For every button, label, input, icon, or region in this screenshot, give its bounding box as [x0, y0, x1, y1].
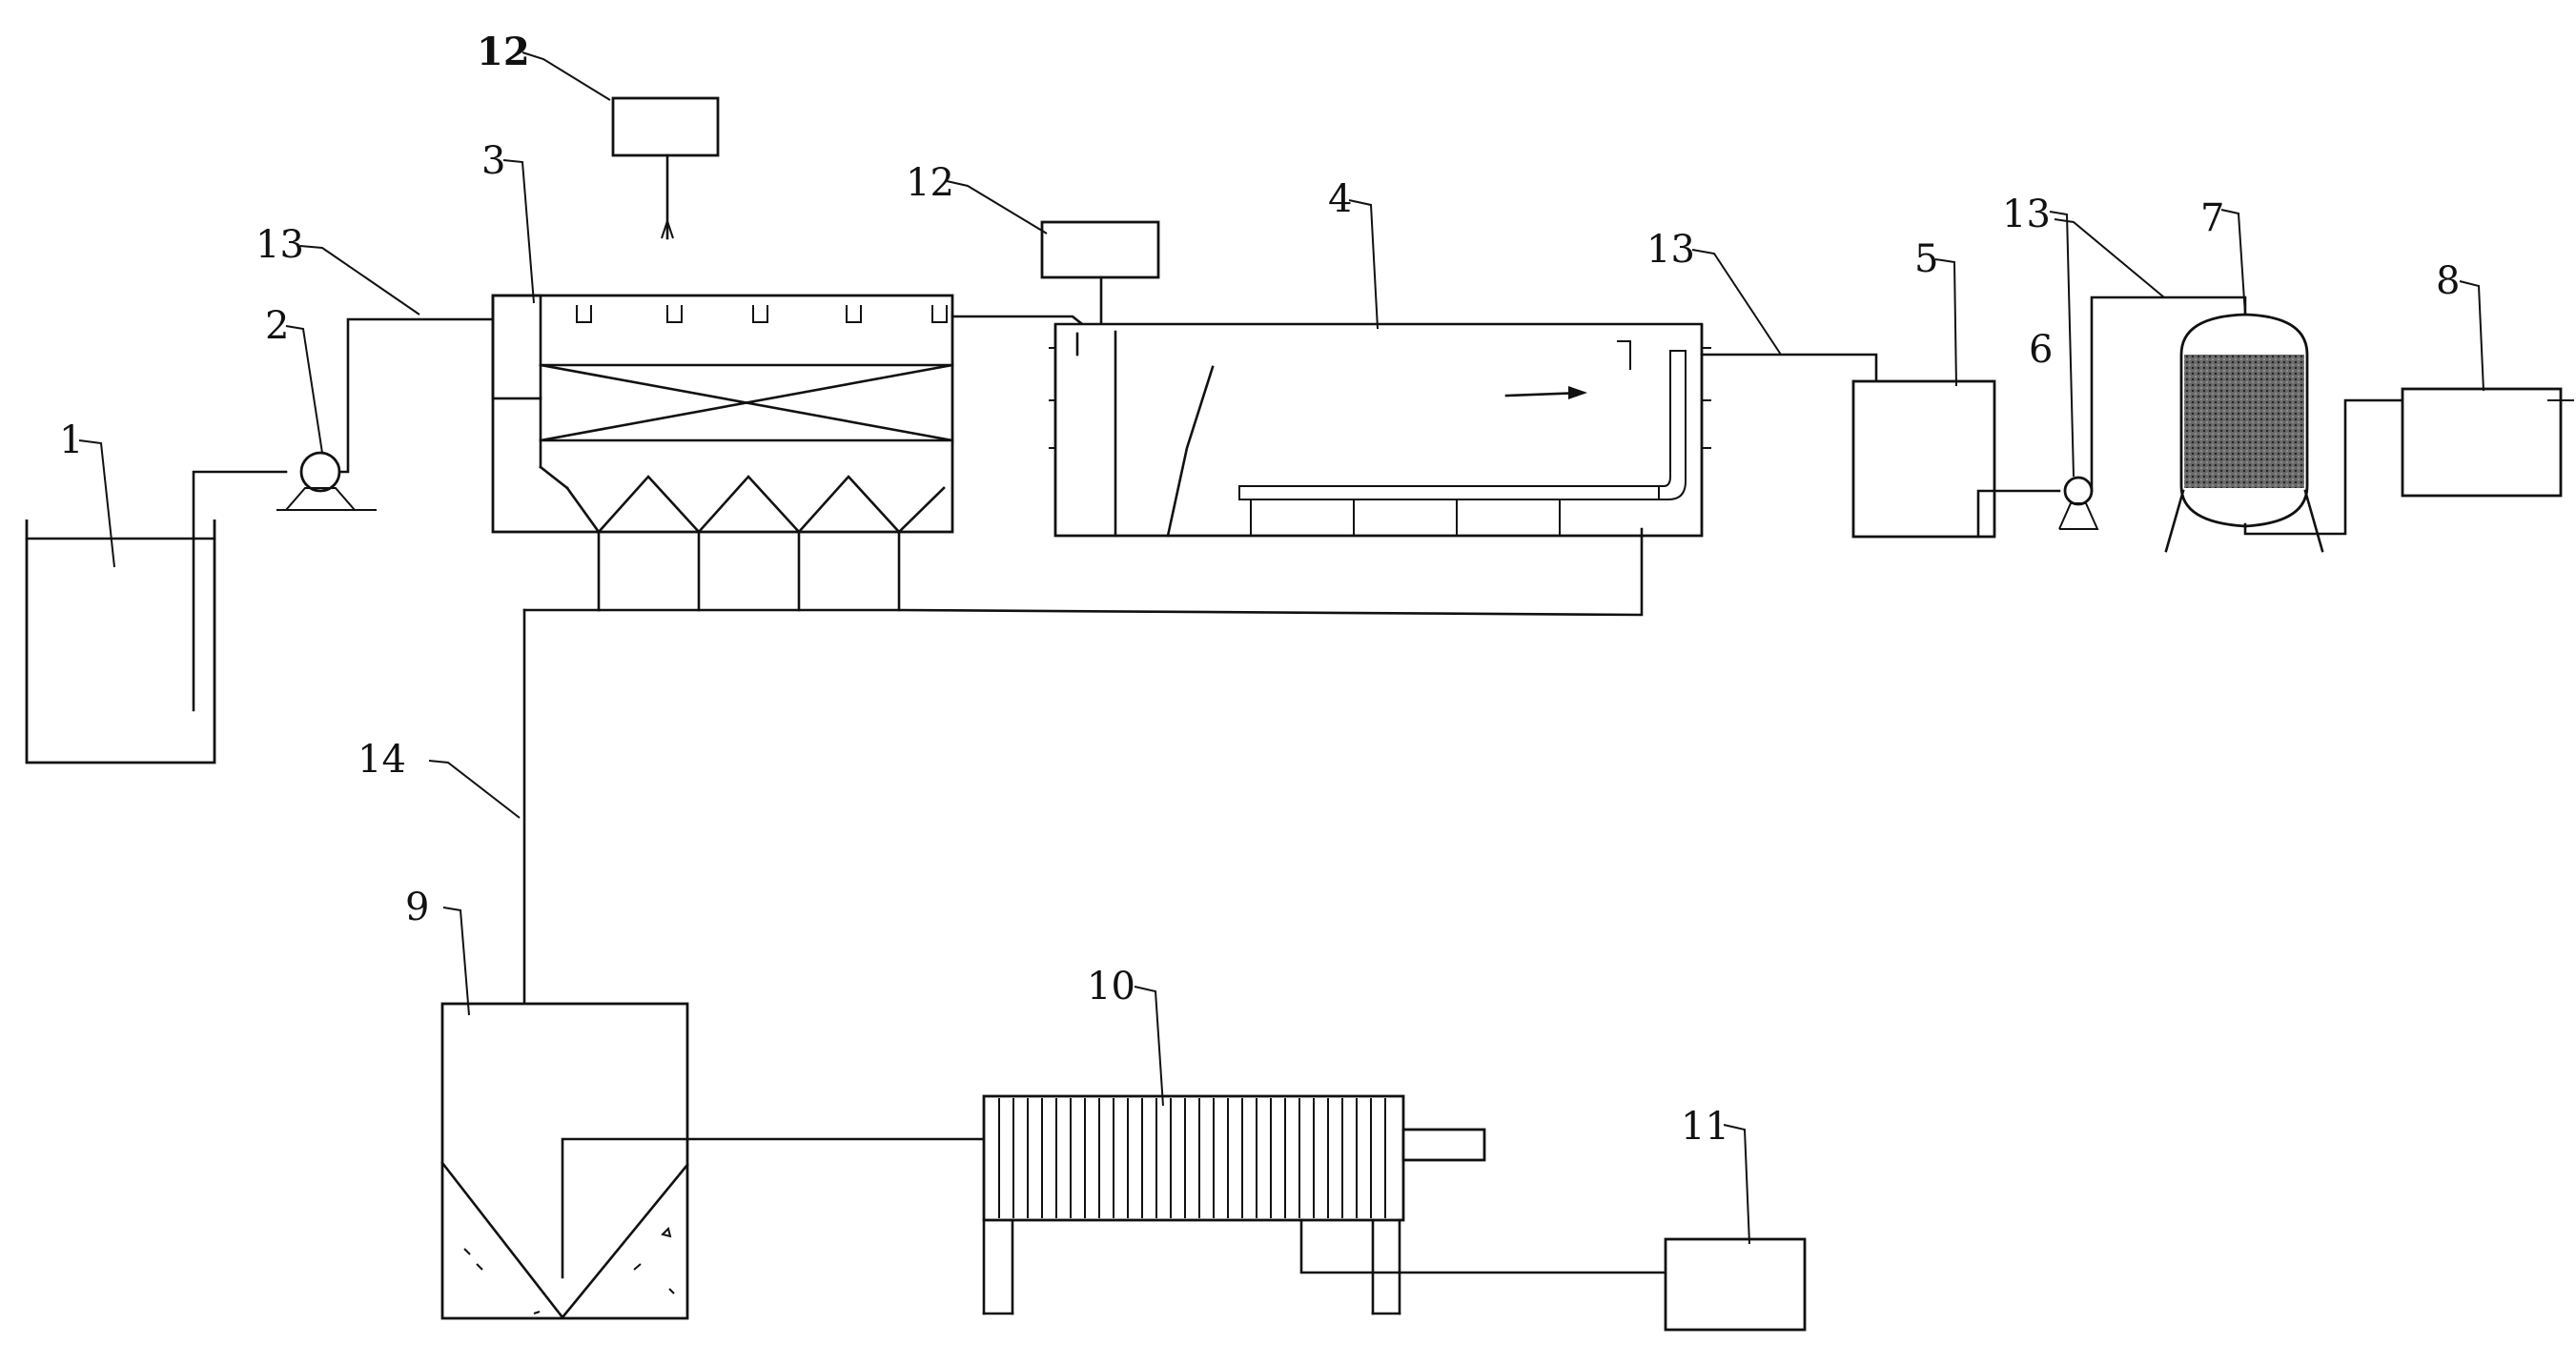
label-1: 1	[59, 418, 83, 462]
dosing-box-2	[1040, 220, 1160, 364]
label-5: 5	[1914, 237, 1938, 281]
clean-water-tank	[2401, 387, 2574, 498]
intermediate-tank	[1851, 379, 2061, 539]
label-10: 10	[1087, 965, 1135, 1008]
filter-vessel	[2164, 313, 2404, 553]
label-13-middle: 13	[1646, 228, 1695, 272]
label-13-right: 13	[2002, 193, 2051, 236]
label-11: 11	[1681, 1105, 1729, 1149]
dosing-box-1	[611, 96, 720, 240]
sludge-line	[522, 527, 1644, 1041]
feed-pump	[276, 317, 498, 511]
label-9: 9	[405, 886, 429, 929]
filtrate-tank	[1664, 1237, 1807, 1332]
label-13-left: 13	[256, 223, 304, 267]
label-7: 7	[2200, 196, 2224, 240]
filter-press	[982, 1094, 1670, 1315]
label-3: 3	[481, 139, 505, 183]
labels: 1 2 3 4 5 6 7 8 9 10 11 12 12 13 13 13 1…	[59, 30, 2460, 1149]
settling-tank	[1049, 322, 1878, 538]
label-6: 6	[2029, 328, 2053, 372]
label-8: 8	[2436, 259, 2460, 303]
raw-water-tank	[25, 470, 288, 764]
coagulation-tank	[491, 294, 1084, 612]
label-14: 14	[358, 738, 406, 782]
label-4: 4	[1328, 177, 1352, 221]
sludge-thickener	[440, 1002, 984, 1320]
label-12-upper: 12	[477, 30, 530, 74]
label-2: 2	[265, 304, 289, 348]
label-12-middle: 12	[906, 161, 954, 205]
leader-lines	[78, 51, 2484, 1245]
